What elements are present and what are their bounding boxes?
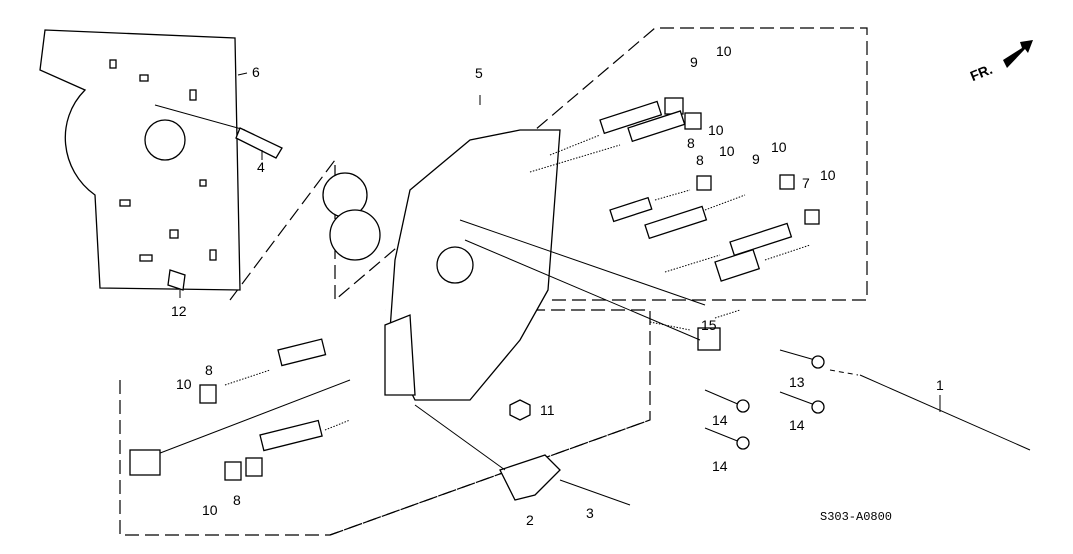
callout-8: 8 — [205, 362, 213, 378]
callout-2: 2 — [526, 512, 534, 528]
callout-6: 6 — [252, 64, 260, 80]
direction-label: FR. — [968, 61, 995, 84]
callout-10: 10 — [708, 122, 724, 138]
boundary-lower-right — [329, 419, 651, 536]
valve-body-side — [384, 314, 416, 396]
callout-4: 4 — [257, 159, 265, 175]
boundary-lower — [119, 309, 651, 536]
nut — [509, 399, 531, 421]
callout-8: 8 — [687, 135, 695, 151]
callouts: 6 5 4 12 9 10 10 8 8 10 9 10 7 10 15 8 1… — [171, 43, 944, 528]
gears — [322, 172, 381, 261]
callout-9: 9 — [690, 54, 698, 70]
callout-3: 3 — [586, 505, 594, 521]
callout-8: 8 — [233, 492, 241, 508]
diagram-code: S303-A0800 — [820, 510, 892, 524]
callout-9: 9 — [752, 151, 760, 167]
bolts — [704, 349, 825, 450]
valve-body — [389, 129, 561, 401]
plate-hole — [144, 119, 186, 161]
callout-11: 11 — [540, 402, 555, 418]
rod-1 — [859, 374, 1031, 451]
valves-lower — [129, 338, 351, 481]
callout-10: 10 — [820, 167, 836, 183]
valve-body-bore — [436, 246, 474, 284]
front-direction-arrow-icon — [1003, 40, 1033, 68]
valves-upper — [459, 97, 820, 351]
callout-10: 10 — [202, 502, 218, 518]
callout-1: 1 — [936, 377, 944, 393]
callout-12: 12 — [171, 303, 187, 319]
callout-10: 10 — [719, 143, 735, 159]
callout-14: 14 — [712, 458, 728, 474]
lever-bracket — [499, 454, 561, 501]
callout-10: 10 — [716, 43, 732, 59]
callout-5: 5 — [475, 65, 483, 81]
callout-15: 15 — [701, 317, 717, 333]
callout-14: 14 — [712, 412, 728, 428]
dowel-pin — [235, 127, 283, 159]
callout-13: 13 — [789, 374, 805, 390]
callout-10: 10 — [771, 139, 787, 155]
callout-8: 8 — [696, 152, 704, 168]
pin-12 — [167, 269, 186, 291]
callout-7: 7 — [802, 175, 810, 191]
callout-10: 10 — [176, 376, 192, 392]
plate-holes — [109, 59, 217, 262]
callout-14: 14 — [789, 417, 805, 433]
